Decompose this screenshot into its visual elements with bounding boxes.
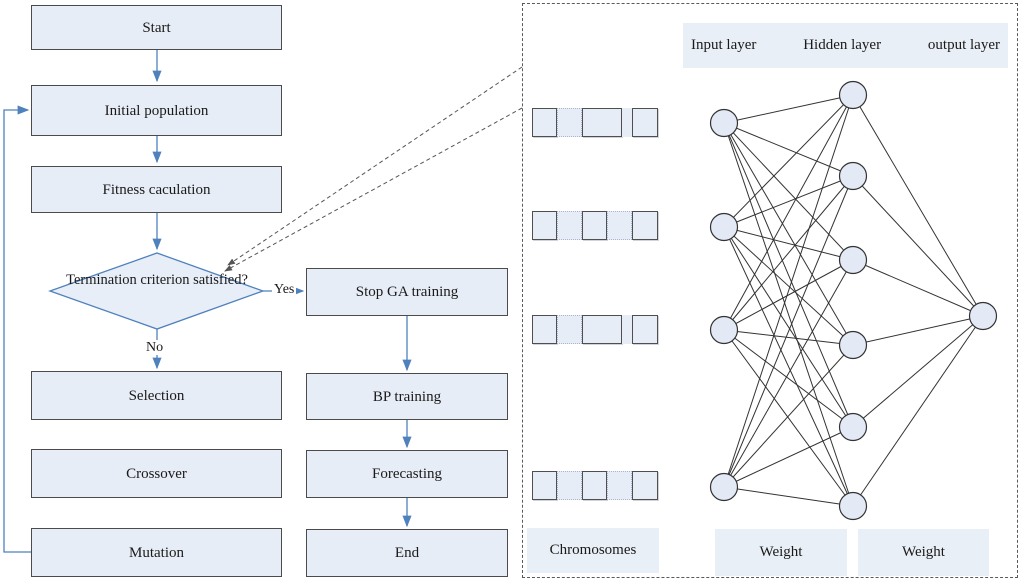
output-layer-label: output layer (927, 37, 1000, 53)
flow-box-crossover: Crossover (31, 449, 282, 498)
chromosome-cell (582, 315, 622, 344)
network-edge (723, 94, 854, 488)
network-edge (723, 94, 854, 228)
chromosome-cell (532, 315, 557, 344)
chromosome-cell (622, 108, 632, 137)
layer-label-band: Input layer Hidden layer output layer (683, 23, 1008, 68)
network-edge (723, 122, 854, 428)
network-edge (723, 226, 854, 261)
network-edge (723, 122, 854, 507)
neural-network (709, 80, 998, 521)
chromosome-cell (557, 108, 582, 137)
chromosome-cell (582, 471, 607, 500)
zoom-callout-lines (224, 66, 523, 272)
network-edge (723, 259, 854, 488)
network-edge (852, 175, 984, 317)
hidden-node (838, 161, 868, 191)
chromosomes-caption: Chromosomes (527, 528, 659, 573)
flow-box-selection: Selection (31, 371, 282, 420)
chromosome-cell (607, 471, 632, 500)
network-edge (723, 94, 854, 124)
chromosome-strip (532, 471, 658, 500)
branch-label-yes: Yes (272, 282, 297, 298)
network-edge (852, 315, 984, 346)
feedback-loop-line (3, 105, 31, 553)
chromosome-cell (532, 108, 557, 137)
chromosome-cell (632, 315, 658, 344)
weight-caption-right: Weight (858, 529, 989, 576)
output-node (968, 301, 998, 331)
network-edge (723, 259, 854, 331)
network-edge (852, 315, 984, 428)
branch-label-no: No (144, 340, 166, 356)
network-edge (723, 329, 854, 507)
flow-box-bp-training: BP training (306, 373, 508, 420)
input-layer-label: Input layer (691, 37, 757, 53)
chromosome-cell (632, 211, 658, 240)
hidden-node (838, 491, 868, 521)
network-edge (723, 175, 854, 228)
flow-box-forecasting: Forecasting (306, 450, 508, 498)
chromosome-cell (632, 108, 658, 137)
weight-caption-left: Weight (715, 529, 847, 576)
hidden-node (838, 330, 868, 360)
chromosome-cell (557, 315, 582, 344)
hidden-node (838, 412, 868, 442)
hidden-layer-label: Hidden layer (803, 37, 882, 53)
network-edge (723, 122, 854, 346)
flow-box-stop-ga-training: Stop GA training (306, 268, 508, 316)
chromosome-strip (532, 315, 658, 344)
input-node (709, 472, 739, 502)
chromosome-cell (582, 211, 607, 240)
chromosome-cell (622, 315, 632, 344)
network-edge (852, 259, 984, 317)
input-node (709, 315, 739, 345)
network-edge (723, 329, 854, 428)
chromosome-cell (582, 108, 622, 137)
chromosome-strip (532, 108, 658, 137)
network-edge (852, 315, 984, 507)
network-edge (723, 226, 854, 346)
network-edge (723, 175, 854, 488)
network-edge (723, 122, 854, 177)
chromosome-cell (607, 211, 632, 240)
network-edge (723, 226, 854, 507)
flow-box-start: Start (31, 5, 282, 50)
chromosome-cell (632, 471, 658, 500)
input-node (709, 212, 739, 242)
network-edge (723, 486, 854, 507)
network-edge (723, 426, 854, 488)
decision-diamond (48, 252, 265, 330)
chromosome-cell (557, 471, 582, 500)
chromosome-cell (532, 211, 557, 240)
chromosome-cell (557, 211, 582, 240)
network-edge (723, 344, 854, 488)
input-node (709, 108, 739, 138)
chromosome-cell (532, 471, 557, 500)
flow-box-end: End (306, 529, 508, 577)
network-edge (852, 94, 984, 317)
network-edge (723, 175, 854, 331)
hidden-node (838, 80, 868, 110)
decision-label: Termination criterion satisfied? (66, 272, 248, 288)
network-edge (723, 329, 854, 346)
chromosome-strip (532, 211, 658, 240)
flow-box-fitness-calculation: Fitness caculation (31, 166, 282, 213)
flow-box-initial-population: Initial population (31, 85, 282, 136)
flow-arrows (3, 50, 412, 553)
hidden-node (838, 245, 868, 275)
network-edge (723, 226, 854, 428)
network-edge (723, 122, 854, 261)
network-edge (723, 94, 854, 331)
flow-box-mutation: Mutation (31, 528, 282, 577)
